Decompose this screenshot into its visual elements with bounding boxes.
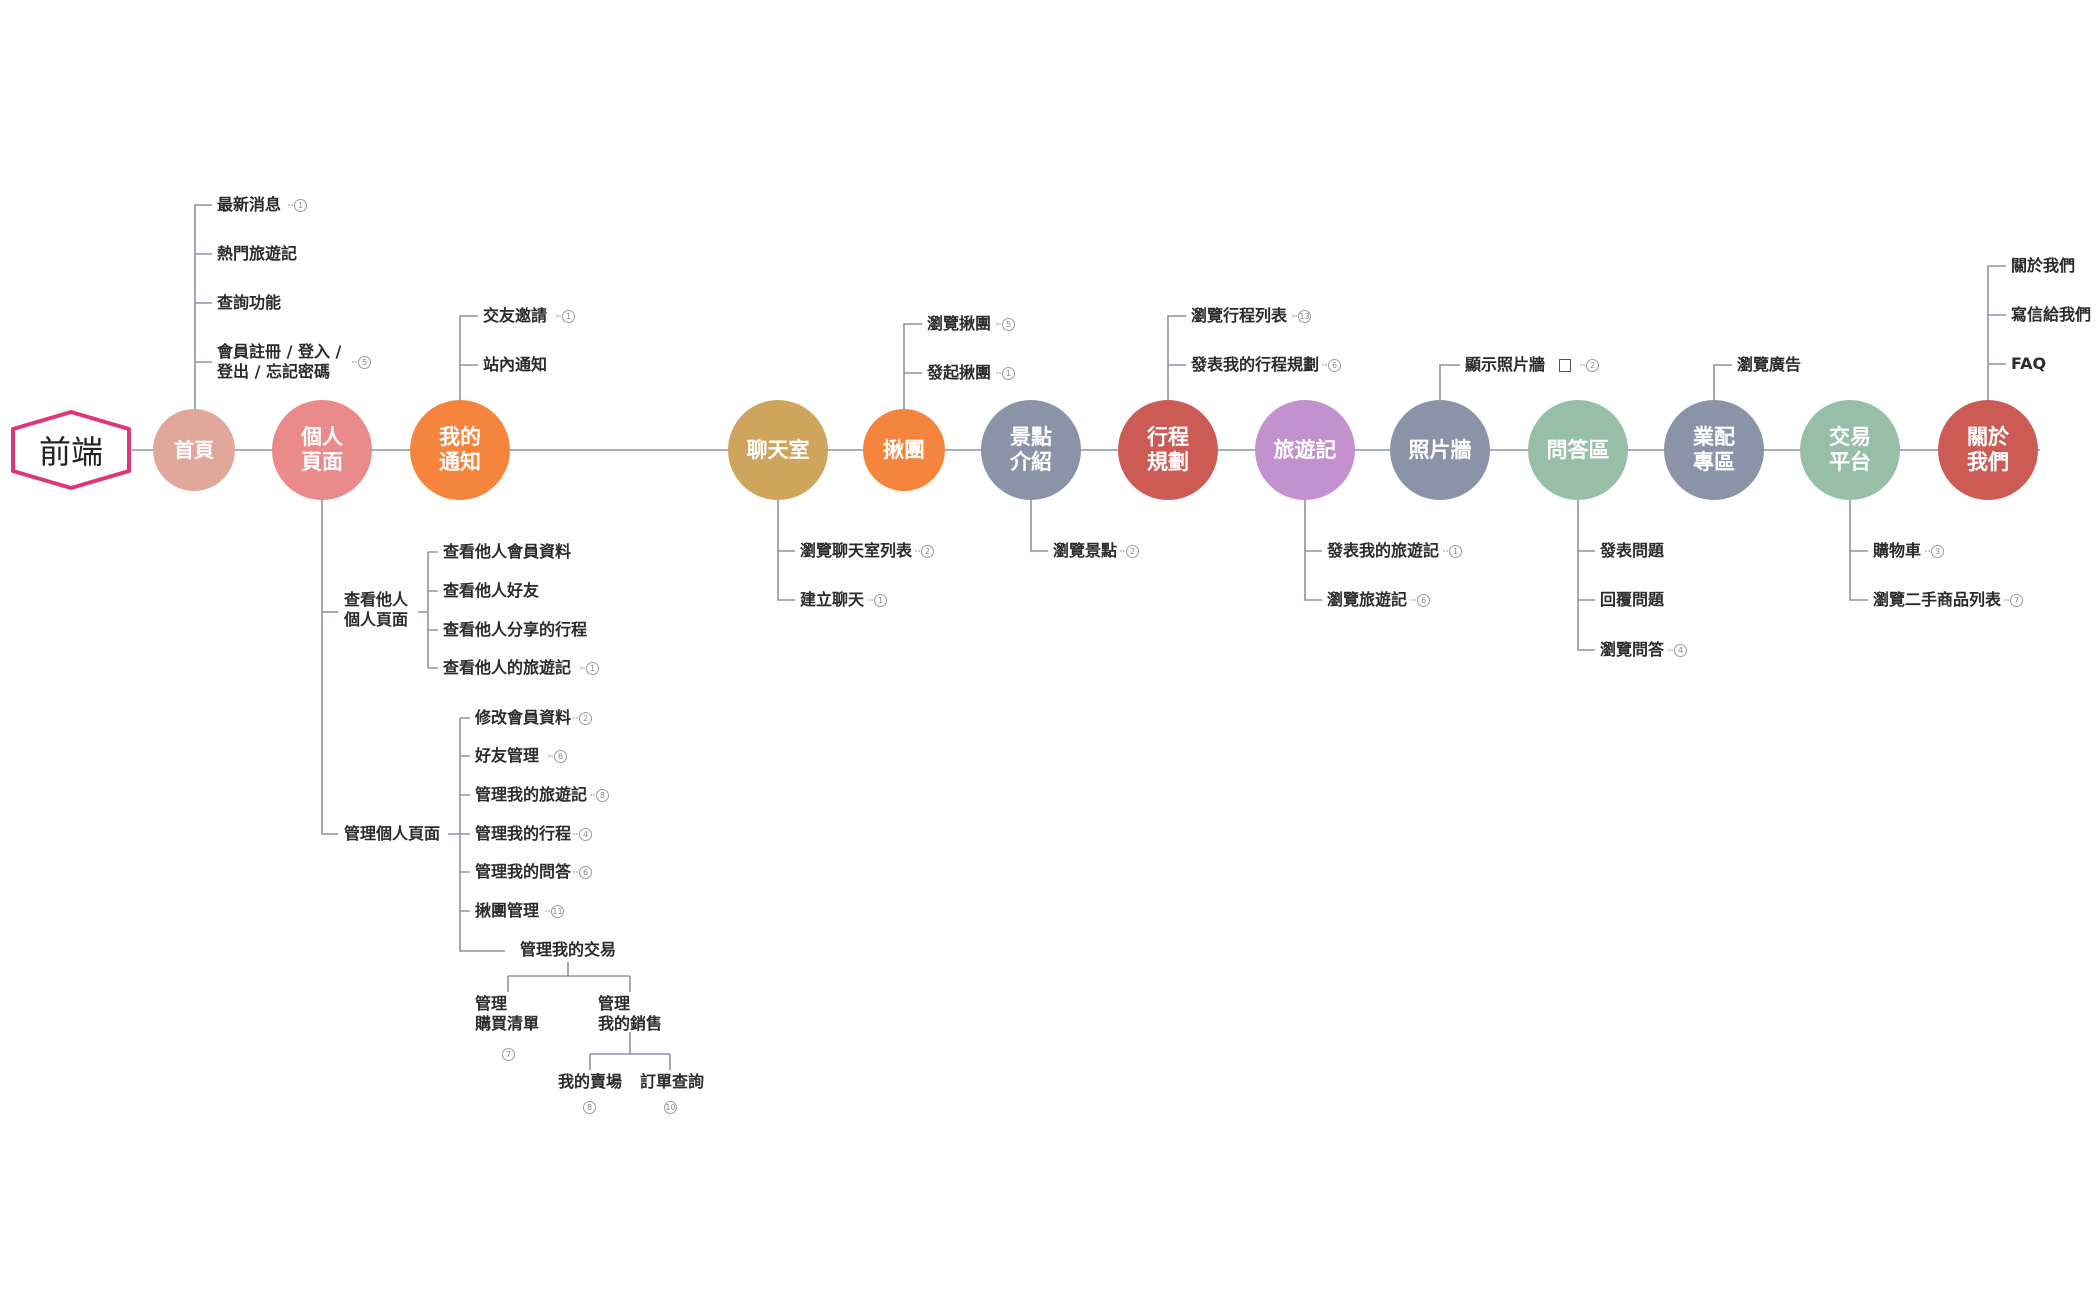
- manage-buy-label[interactable]: 管理 購買清單: [475, 994, 540, 1033]
- group-browse-badge: 5: [1002, 318, 1015, 331]
- node-travelog[interactable]: 旅遊記: [1255, 400, 1355, 500]
- home-item-member[interactable]: 會員註冊 / 登入 / 登出 / 忘記密碼: [217, 342, 342, 381]
- node-qa[interactable]: 問答區: [1528, 400, 1628, 500]
- trip-item-post[interactable]: 發表我的行程規劃: [1191, 355, 1320, 374]
- node-home[interactable]: 首頁: [153, 409, 235, 491]
- home-item-hot[interactable]: 熱門旅遊記: [217, 244, 298, 263]
- travelog-post-badge: 1: [1449, 545, 1462, 558]
- home-item-search[interactable]: 查詢功能: [217, 293, 282, 312]
- photo-show-badge: 2: [1586, 359, 1599, 372]
- node-spot[interactable]: 景點 介紹: [981, 400, 1081, 500]
- home-news-badge: 1: [294, 199, 307, 212]
- ad-item-browse[interactable]: 瀏覽廣告: [1737, 355, 1802, 374]
- photo-item-show[interactable]: 顯示照片牆: [1465, 355, 1572, 375]
- sell-shop-label[interactable]: 我的賣場: [558, 1072, 623, 1091]
- view-item-trips[interactable]: 查看他人分享的行程: [443, 620, 588, 639]
- chat-create-badge: 1: [874, 594, 887, 607]
- manage-trip-badge: 4: [579, 828, 592, 841]
- group-item-start[interactable]: 發起揪團: [927, 363, 992, 382]
- trade-cart-badge: 3: [1931, 545, 1944, 558]
- chat-item-list[interactable]: 瀏覽聊天室列表: [800, 541, 913, 560]
- manage-sell-label[interactable]: 管理 我的銷售: [598, 994, 663, 1033]
- hexagon-shape: [11, 410, 131, 490]
- sell-shop-badge: 8: [583, 1101, 596, 1114]
- spot-item-browse[interactable]: 瀏覽景點: [1053, 541, 1118, 560]
- manage-profile-badge: 2: [579, 712, 592, 725]
- image-icon: [1559, 359, 1572, 372]
- about-item-about[interactable]: 關於我們: [2011, 256, 2076, 275]
- about-item-contact[interactable]: 寫信給我們: [2011, 305, 2092, 324]
- trade-list-badge: 7: [2010, 594, 2023, 607]
- node-photo[interactable]: 照片牆: [1390, 400, 1490, 500]
- node-personal[interactable]: 個人 頁面: [272, 400, 372, 500]
- about-item-faq[interactable]: FAQ: [2011, 354, 2047, 373]
- manage-travelog-badge: 8: [596, 789, 609, 802]
- notify-item-site[interactable]: 站內通知: [483, 355, 548, 374]
- qa-item-browse[interactable]: 瀏覽問答: [1600, 640, 1665, 659]
- chat-item-create[interactable]: 建立聊天: [800, 590, 865, 609]
- manage-item-travelog[interactable]: 管理我的旅遊記: [475, 785, 588, 804]
- view-travelog-badge: 1: [586, 662, 599, 675]
- trip-item-list[interactable]: 瀏覽行程列表: [1191, 306, 1288, 325]
- manage-trade-label[interactable]: 管理我的交易: [520, 940, 617, 959]
- node-trip[interactable]: 行程 規劃: [1118, 400, 1218, 500]
- node-about[interactable]: 關於 我們: [1938, 400, 2038, 500]
- personal-view-label[interactable]: 查看他人 個人頁面: [344, 590, 409, 629]
- node-ad[interactable]: 業配 專區: [1664, 400, 1764, 500]
- sell-order-label[interactable]: 訂單查詢: [640, 1072, 705, 1091]
- manage-item-friends[interactable]: 好友管理: [475, 746, 540, 765]
- manage-group-badge: 11: [551, 905, 564, 918]
- root-node[interactable]: 前端: [10, 409, 132, 491]
- node-notify[interactable]: 我的 通知: [410, 400, 510, 500]
- spot-browse-badge: 2: [1126, 545, 1139, 558]
- qa-item-post[interactable]: 發表問題: [1600, 541, 1665, 560]
- qa-browse-badge: 4: [1674, 644, 1687, 657]
- home-item-news[interactable]: 最新消息: [217, 195, 282, 214]
- view-item-friends[interactable]: 查看他人好友: [443, 581, 540, 600]
- node-group[interactable]: 揪團: [863, 409, 945, 491]
- notify-friend-badge: 1: [562, 310, 575, 323]
- chat-list-badge: 2: [921, 545, 934, 558]
- trade-item-list[interactable]: 瀏覽二手商品列表: [1873, 590, 2002, 609]
- travelog-browse-badge: 6: [1417, 594, 1430, 607]
- root-label: 前端: [38, 433, 103, 471]
- home-member-badge: 5: [358, 356, 371, 369]
- travelog-item-browse[interactable]: 瀏覽旅遊記: [1327, 590, 1408, 609]
- manage-item-trip[interactable]: 管理我的行程: [475, 824, 572, 843]
- trip-post-badge: 6: [1328, 359, 1341, 372]
- node-chat[interactable]: 聊天室: [728, 400, 828, 500]
- manage-friends-badge: 6: [554, 750, 567, 763]
- personal-manage-label[interactable]: 管理個人頁面: [344, 824, 441, 843]
- node-trade[interactable]: 交易 平台: [1800, 400, 1900, 500]
- travelog-item-post[interactable]: 發表我的旅遊記: [1327, 541, 1440, 560]
- manage-qa-badge: 6: [579, 866, 592, 879]
- manage-item-profile[interactable]: 修改會員資料: [475, 708, 572, 727]
- trip-list-badge: 13: [1298, 310, 1311, 323]
- trade-item-cart[interactable]: 購物車: [1873, 541, 1922, 560]
- qa-item-reply[interactable]: 回覆問題: [1600, 590, 1665, 609]
- view-item-profile[interactable]: 查看他人會員資料: [443, 542, 572, 561]
- sell-order-badge: 10: [664, 1101, 677, 1114]
- photo-item-label: 顯示照片牆: [1465, 355, 1546, 374]
- manage-item-qa[interactable]: 管理我的問答: [475, 862, 572, 881]
- group-start-badge: 1: [1002, 367, 1015, 380]
- group-item-browse[interactable]: 瀏覽揪團: [927, 314, 992, 333]
- notify-item-friend[interactable]: 交友邀請: [483, 306, 548, 325]
- manage-buy-badge: 7: [502, 1048, 515, 1061]
- manage-item-group[interactable]: 揪團管理: [475, 901, 540, 920]
- view-item-travelog[interactable]: 查看他人的旅遊記: [443, 658, 572, 677]
